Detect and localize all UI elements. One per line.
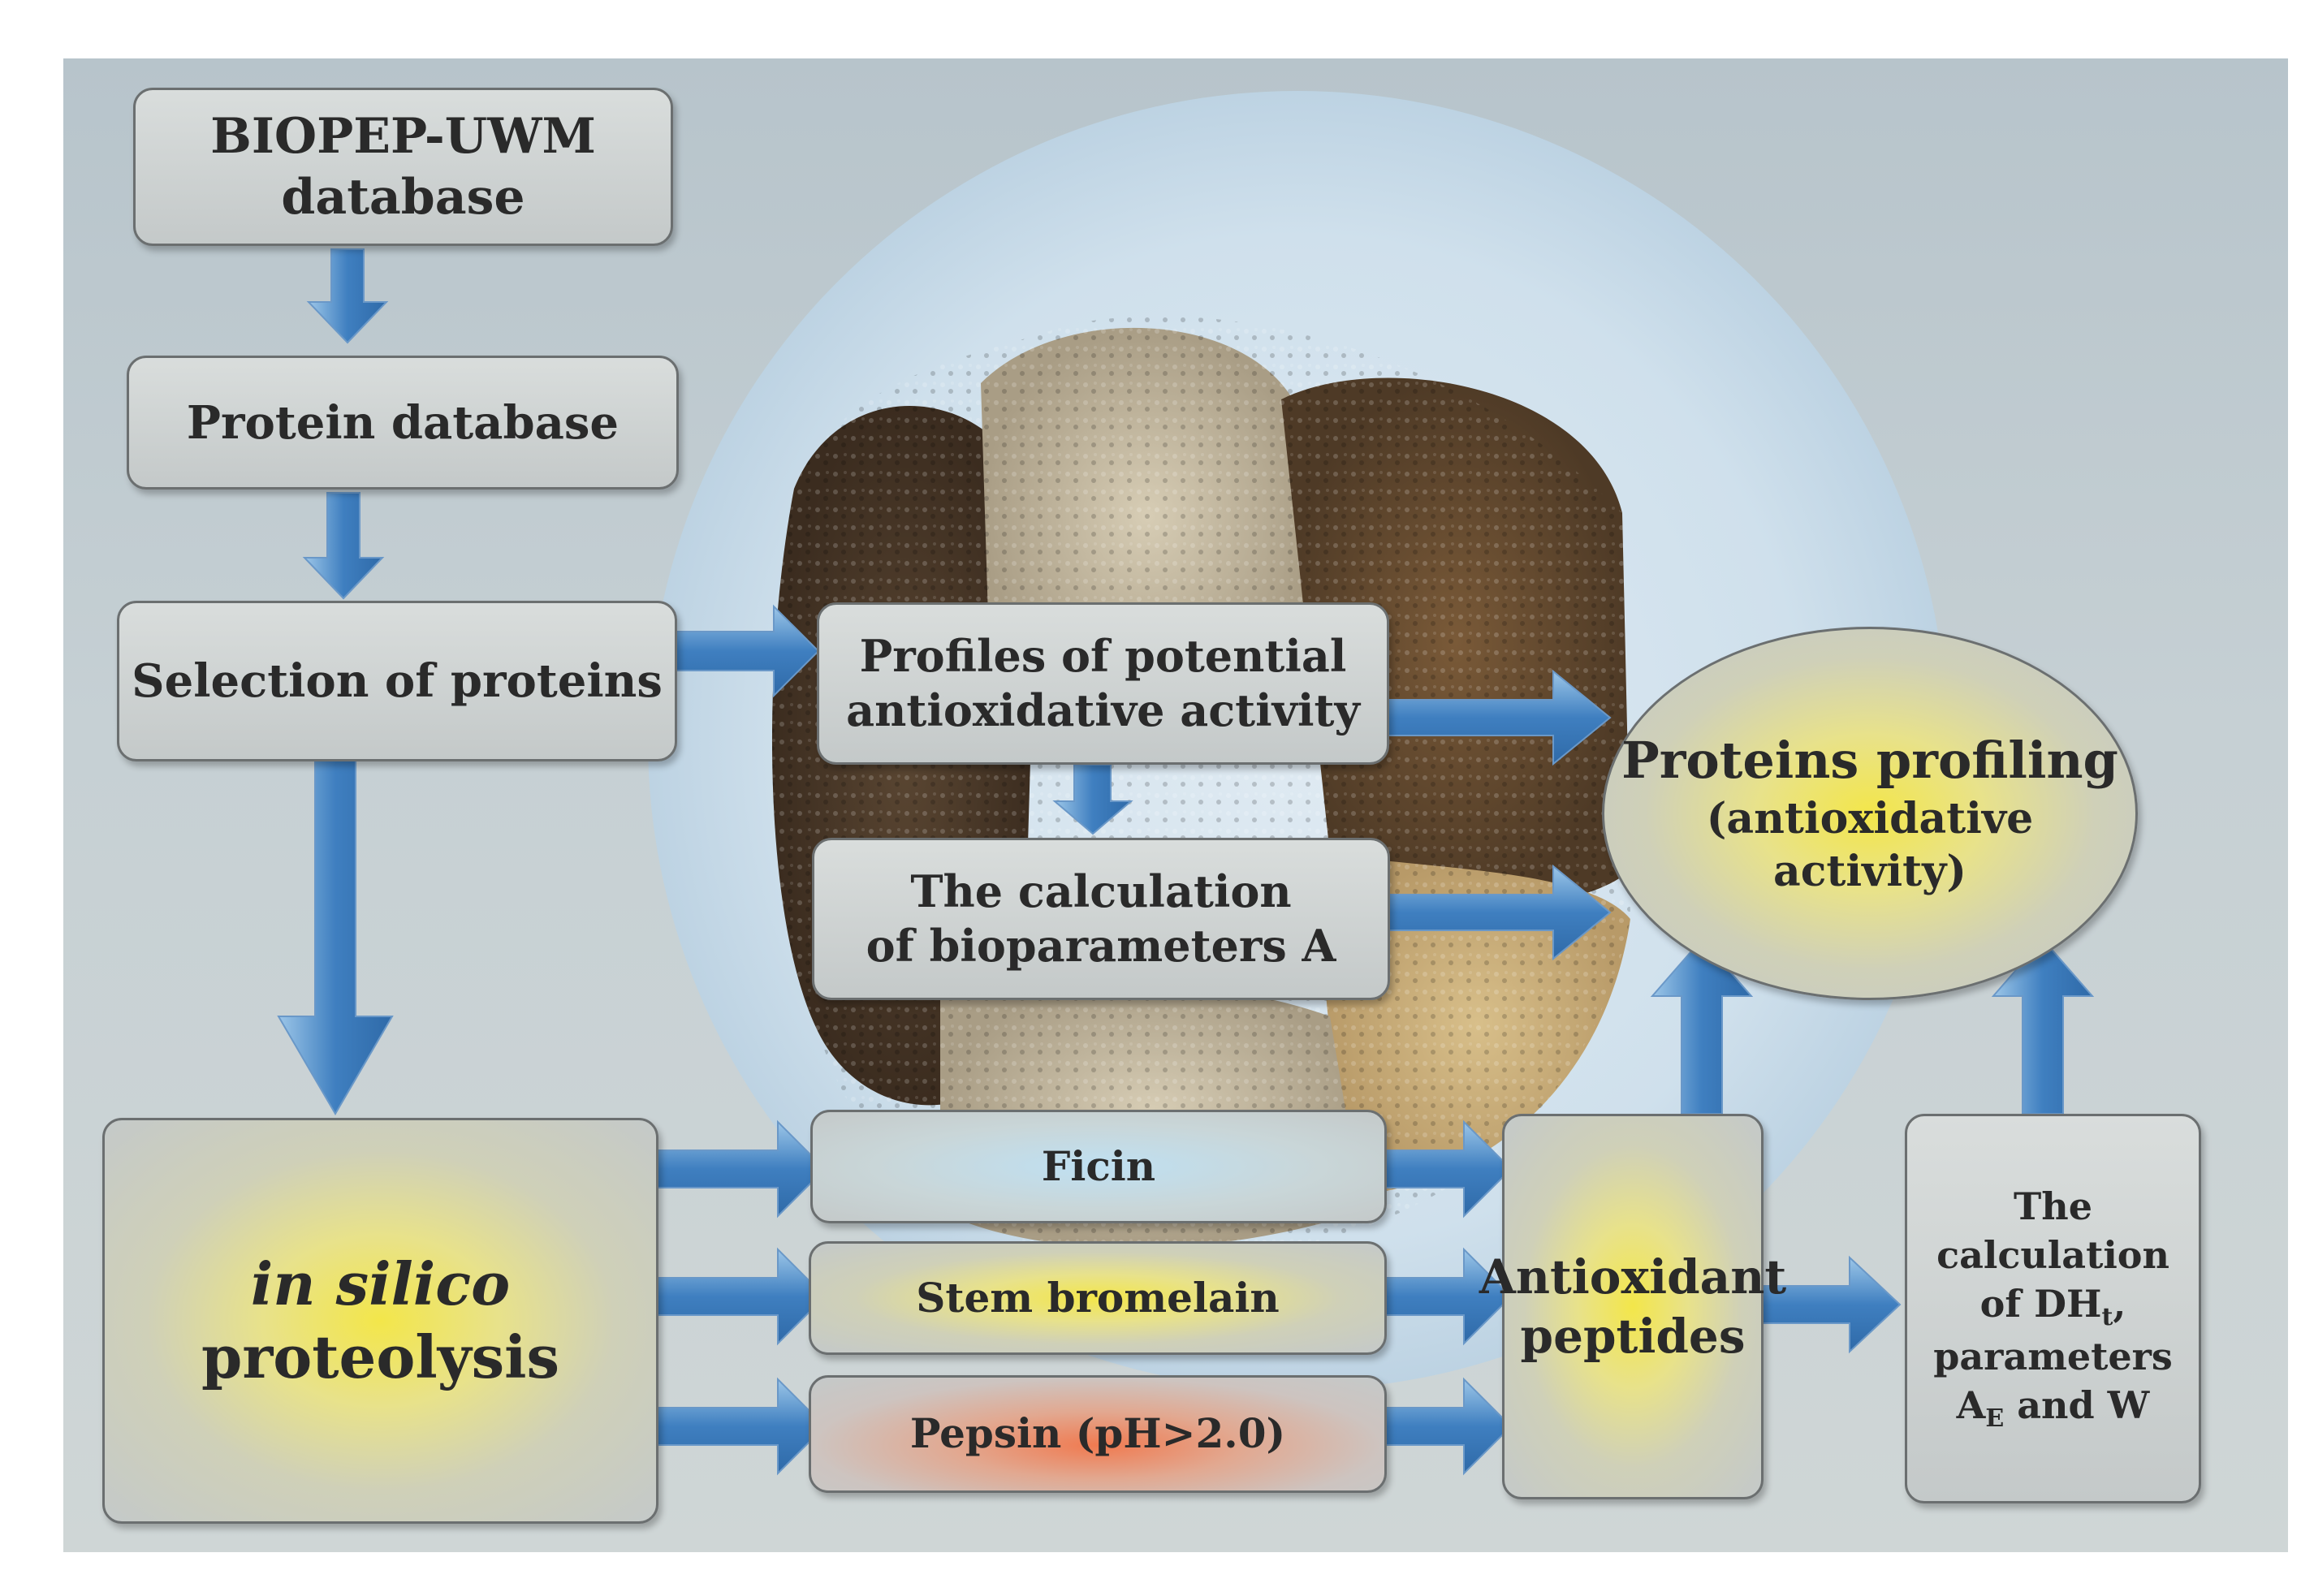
biopep-uwm-database-box: BIOPEP-UWM database [133,88,673,246]
calculation-dh-line3: parameters [1933,1334,2173,1378]
arrow-calc-to-profiling [1386,864,1612,961]
profiles-antioxidative-box: Profiles of potential antioxidative acti… [817,602,1389,765]
calculation-bioparameters-box: The calculation of bioparameters A [812,838,1390,1000]
stem-bromelain-label: Stem bromelain [916,1273,1280,1322]
biopep-uwm-database-label: BIOPEP-UWM database [210,107,596,226]
arrow-proteolysis-to-pepsin [654,1377,827,1476]
arrow-ficin-to-antioxidant [1382,1119,1513,1219]
arrow-bromelain-to-antioxidant [1382,1247,1513,1346]
arrow-proteindb-to-selection [302,492,385,600]
arrow-selection-to-proteolysis [277,756,394,1115]
protein-database-box: Protein database [127,356,679,490]
arrow-biopep-to-proteindb [306,248,389,344]
arrow-proteolysis-to-ficin [654,1119,827,1219]
ficin-box: Ficin [810,1110,1387,1223]
in-silico-proteolysis-box: in silico proteolysis [102,1118,658,1524]
arrow-profiles-to-calc [1052,764,1133,835]
calculation-dh-box: The calculation of DHt, parameters AE an… [1905,1114,2201,1503]
calculation-dh-line4: AE and W [1956,1382,2150,1433]
selection-of-proteins-box: Selection of proteins [117,601,677,761]
proteins-profiling-ellipse: Proteins profiling (antioxidative activi… [1602,627,2138,1000]
proteins-profiling-title: Proteins profiling [1621,731,2118,791]
arrow-layer [277,248,2095,1476]
calculation-bioparameters-label: The calculation of bioparameters A [866,865,1336,973]
arrow-proteolysis-to-bromelain [654,1247,827,1346]
proteins-profiling-subtitle: (antioxidative activity) [1706,793,2034,896]
pepsin-box: Pepsin (pH>2.0) [809,1375,1387,1493]
calculation-dh-line2: of DHt, [1979,1281,2126,1331]
proteolysis-label: proteolysis [201,1322,559,1391]
calculation-dh-line1: The calculation [1936,1184,2169,1277]
antioxidant-peptides-label: Antioxidant peptides [1479,1249,1787,1364]
arrow-pepsin-to-antioxidant [1382,1377,1513,1476]
profiles-antioxidative-label: Profiles of potential antioxidative acti… [846,629,1360,737]
arrow-calcdh-to-profiling [1991,938,2095,1115]
selection-of-proteins-label: Selection of proteins [132,654,663,708]
antioxidant-peptides-box: Antioxidant peptides [1479,1114,1786,1499]
stem-bromelain-box: Stem bromelain [809,1241,1387,1355]
ficin-label: Ficin [1041,1141,1156,1190]
arrow-antioxidant-to-calcdh [1761,1255,1902,1354]
arrow-profiles-to-profiling [1386,669,1612,766]
grain-texture [771,316,1630,1261]
pepsin-label: Pepsin (pH>2.0) [909,1409,1286,1458]
diagram-panel: BIOPEP-UWM database Protein database Sel… [63,58,2288,1552]
in-silico-label: in silico [250,1249,511,1318]
arrow-selection-to-profiles [676,604,820,698]
protein-database-label: Protein database [186,395,620,450]
